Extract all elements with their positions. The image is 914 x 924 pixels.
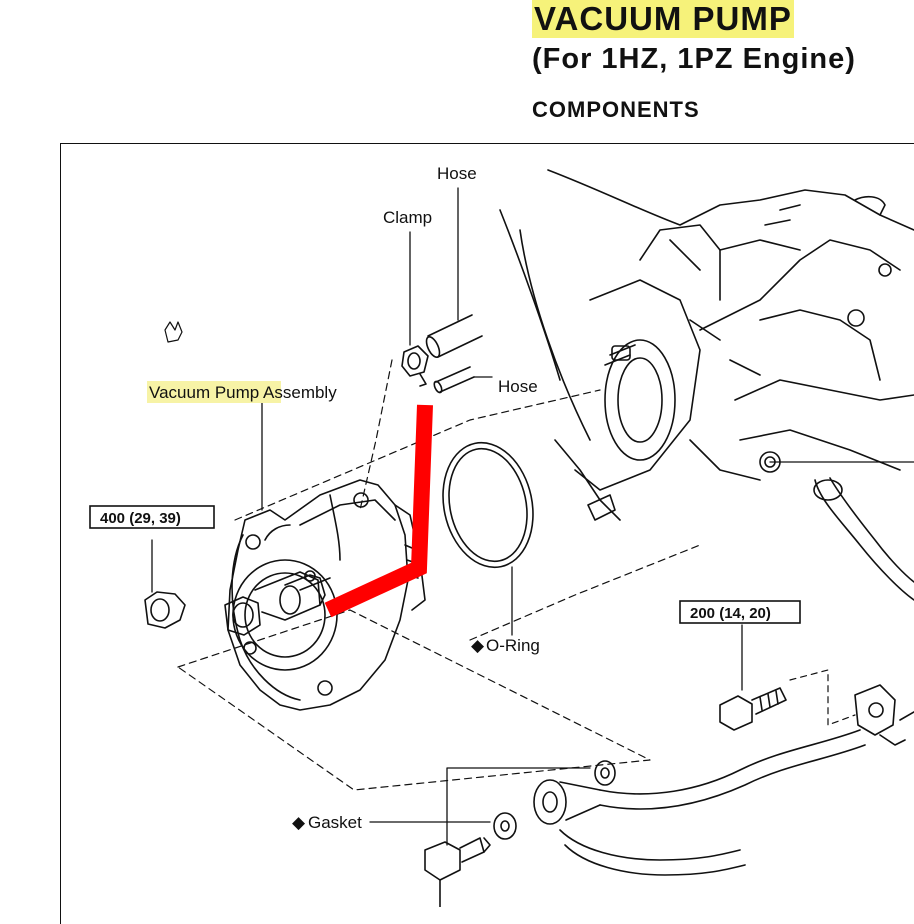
- union-bolt: [424, 837, 491, 907]
- torque-400-label: 400 (29, 39): [100, 510, 181, 527]
- diamond-icon: ◆: [292, 813, 306, 832]
- washers: [493, 760, 616, 840]
- diamond-icon: ◆: [471, 636, 485, 655]
- hand-icon: [164, 321, 183, 343]
- hose-large: [425, 187, 483, 358]
- torque-box-400: [89, 505, 215, 529]
- hose-small: [433, 366, 493, 394]
- diagram-frame: [60, 143, 914, 924]
- vacuum-pump-highlight-text: Vacuum Pump: [149, 383, 259, 402]
- torque-box-200: [679, 600, 801, 624]
- engine-block: [499, 169, 914, 521]
- hose-top-label: Hose: [437, 164, 477, 183]
- clamp-label: Clamp: [383, 208, 432, 227]
- red-annotation-line: [324, 404, 433, 618]
- gasket-label: Gasket: [308, 813, 362, 832]
- o-ring-label: O-Ring: [486, 636, 540, 655]
- section-heading: COMPONENTS: [532, 97, 700, 122]
- vacuum-pump-assembly: [224, 399, 426, 711]
- bolt-200: [719, 624, 787, 731]
- hose-clamp: [401, 231, 429, 387]
- vacuum-pump-assembly-label: Vacuum Pump Assembly: [149, 383, 337, 402]
- page-subtitle: (For 1HZ, 1PZ Engine): [532, 43, 856, 75]
- page-title: VACUUM PUMP: [532, 0, 794, 38]
- flange-nut: [144, 539, 186, 629]
- o-ring: [442, 441, 534, 636]
- assembly-text: Assembly: [259, 383, 337, 402]
- label-highlight: [147, 381, 281, 403]
- vacuum-pipe: [559, 477, 914, 876]
- banjo-fitting: [533, 779, 601, 825]
- torque-200-label: 200 (14, 20): [690, 605, 771, 622]
- hose-small-label: Hose: [498, 377, 538, 396]
